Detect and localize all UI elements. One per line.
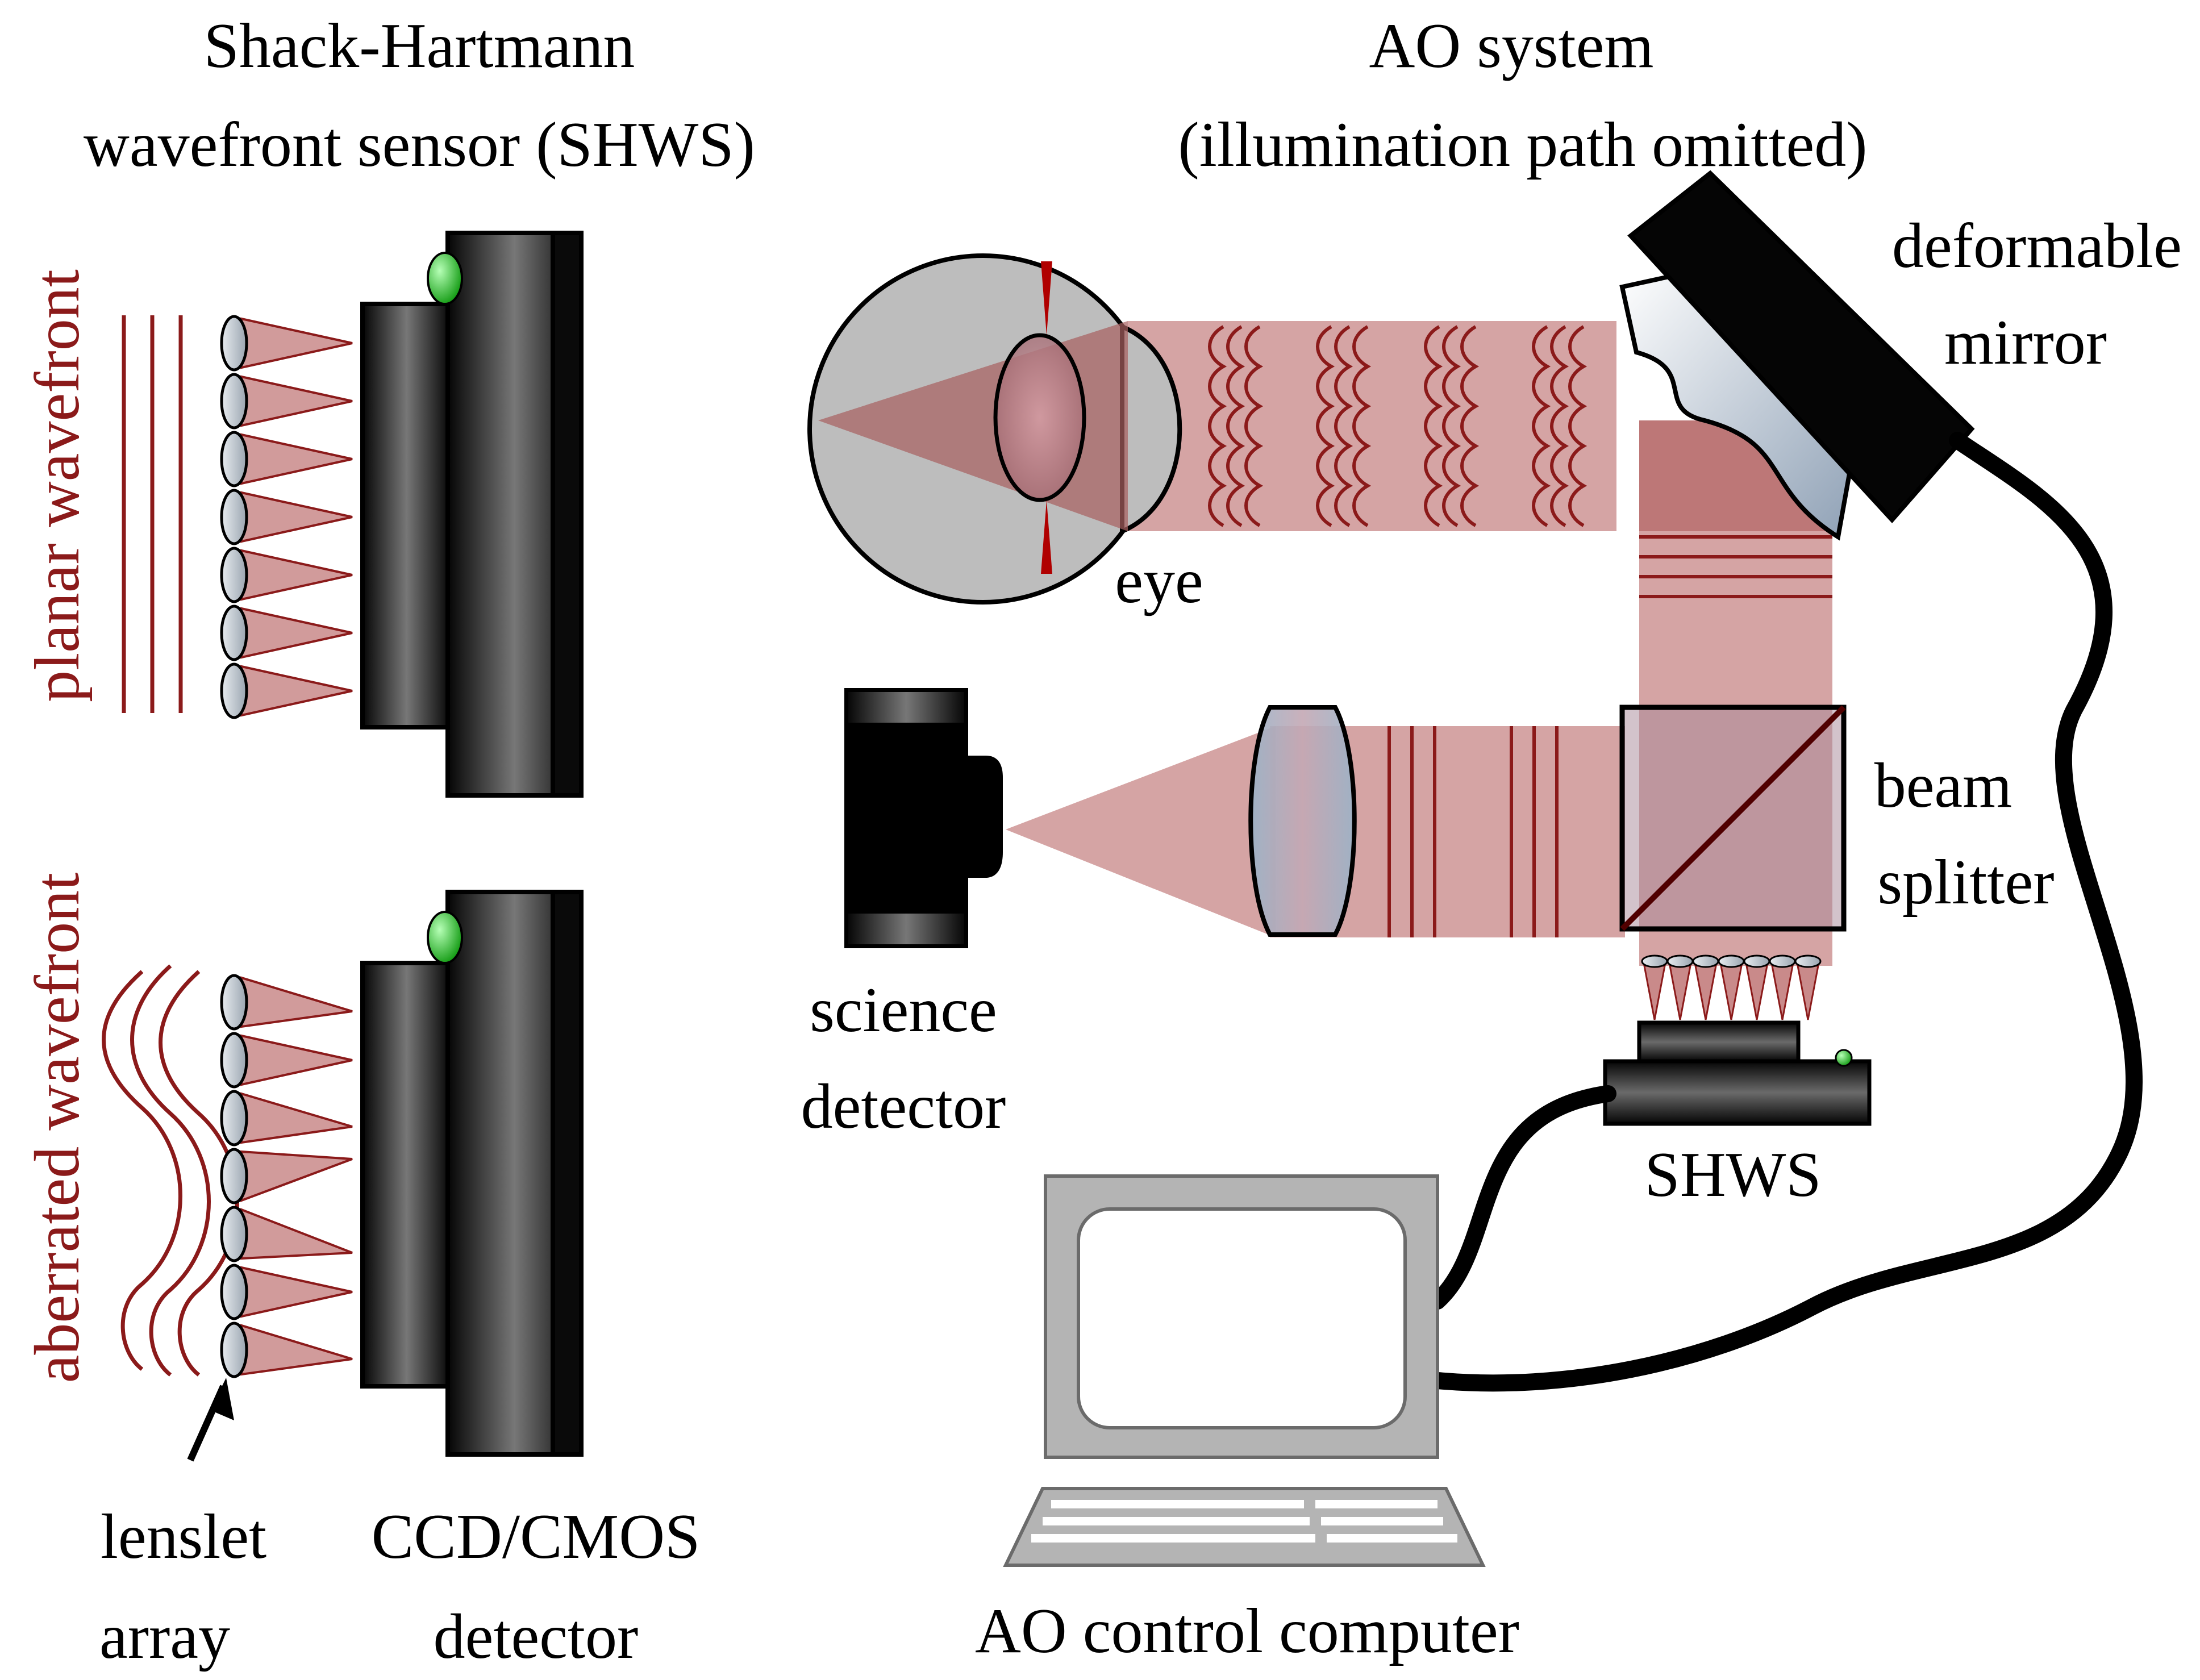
bs-label-line2: splitter [1877,847,2054,918]
focal-cone [1720,965,1743,1020]
planar-lenslet-array [220,315,353,719]
focal-cone [1694,965,1717,1020]
lenslet [220,1032,248,1089]
lenslet [220,1148,248,1204]
wavefront-line [1532,325,1551,527]
ccd-label-line1: CCD/CMOS [372,1502,701,1572]
focal-cone [240,549,353,601]
wavefront-line [1460,325,1480,527]
lenslet [220,373,248,430]
focal-cone [240,1092,353,1144]
left-title-line1: Shack-Hartmann [204,11,635,81]
lenslet [220,605,248,661]
lenslet [220,431,248,487]
lenslet-label-line2: array [99,1602,230,1672]
wavefront-line [1244,325,1264,527]
lenslet [220,315,248,372]
lenslet [1692,954,1719,968]
ccd-label-line2: detector [434,1602,639,1672]
wavefront-line [1424,325,1443,527]
focal-cone [1669,965,1691,1020]
aberrated-lenslet-array [220,974,353,1378]
lenslet [220,1206,248,1262]
led-icon [427,252,463,305]
focal-cone [1797,965,1819,1020]
focal-cone [240,1150,353,1202]
corrected-wavefronts-vertical [1639,535,1832,598]
planar-ccd-camera-icon [360,231,584,798]
lenslet [220,489,248,545]
deformable-mirror-icon [1619,170,1975,541]
focal-cone [240,607,353,659]
science-label-line1: science [810,975,997,1045]
lenslet [1769,954,1796,968]
right-title-line1: AO system [1369,11,1654,81]
focal-cone [240,375,353,427]
science-lens-icon [1248,705,1357,937]
focal-cone [1745,965,1768,1020]
led-icon [427,911,463,964]
focal-cone [240,317,353,369]
eye-label: eye [1115,546,1203,616]
wavefront-line [1226,325,1245,527]
wavefront-line [1208,325,1227,527]
computer-icon [1003,1174,1486,1567]
dm-label-line2: mirror [1944,307,2107,378]
focal-cone [240,433,353,485]
focal-cone [240,665,353,717]
wavefront-line [1568,325,1588,527]
lenslet [1743,954,1770,968]
computer-label: AO control computer [975,1596,1519,1666]
lenslet-arrow [187,1378,234,1462]
lenslet [220,1090,248,1147]
lenslet [220,974,248,1031]
left-title: Shack-Hartmann wavefront sensor (SHWS) [84,11,755,180]
wavefront-line [1316,325,1335,527]
lenslet [1641,954,1668,968]
focal-cone [1643,965,1666,1020]
corrected-wavefronts-horizontal [1388,726,1559,937]
lenslet [1718,954,1745,968]
focal-cone [240,1208,353,1260]
lenslet [220,547,248,603]
science-detector-icon [844,688,1003,948]
wavefront-line [1550,325,1569,527]
focal-cone [240,1034,353,1086]
eye-icon [807,253,1182,605]
focal-cone [240,1266,353,1318]
wavefront-line [1334,325,1353,527]
lenslet [220,662,248,719]
planar-wavefront-lines [122,315,183,713]
shws-label: SHWS [1644,1140,1821,1210]
led-icon [1835,1049,1853,1067]
focal-cone [240,976,353,1028]
wavefront-line [1352,325,1372,527]
lenslet [220,1322,248,1378]
lenslet [1666,954,1694,968]
right-title: AO system (illumination path omitted) [1178,11,1867,180]
bs-label-line1: beam [1874,751,2013,821]
control-cables [1429,432,2143,1392]
left-title-line2: wavefront sensor (SHWS) [84,110,755,180]
aberrated-ccd-camera-icon [360,890,584,1457]
right-title-line2: (illumination path omitted) [1178,110,1867,180]
aberrated-wavefronts-in-beam [1208,325,1588,527]
focal-cone [240,491,353,543]
beam-splitter-icon [1619,704,1847,932]
aberrated-wavefront-lines [102,964,239,1377]
aberrated-wavefront-label: aberrated wavefront [22,873,93,1383]
planar-wavefront-label: planar wavefront [22,269,93,702]
lenslet [1794,954,1822,968]
lenslet-label-line1: lenslet [101,1502,266,1572]
shws-icon [1603,954,1872,1126]
focal-cone [240,1324,353,1376]
wavefront-line [1442,325,1461,527]
lenslet [220,1264,248,1320]
focal-cone [1771,965,1794,1020]
dm-label-line1: deformable [1892,211,2182,281]
science-label-line2: detector [801,1072,1006,1142]
